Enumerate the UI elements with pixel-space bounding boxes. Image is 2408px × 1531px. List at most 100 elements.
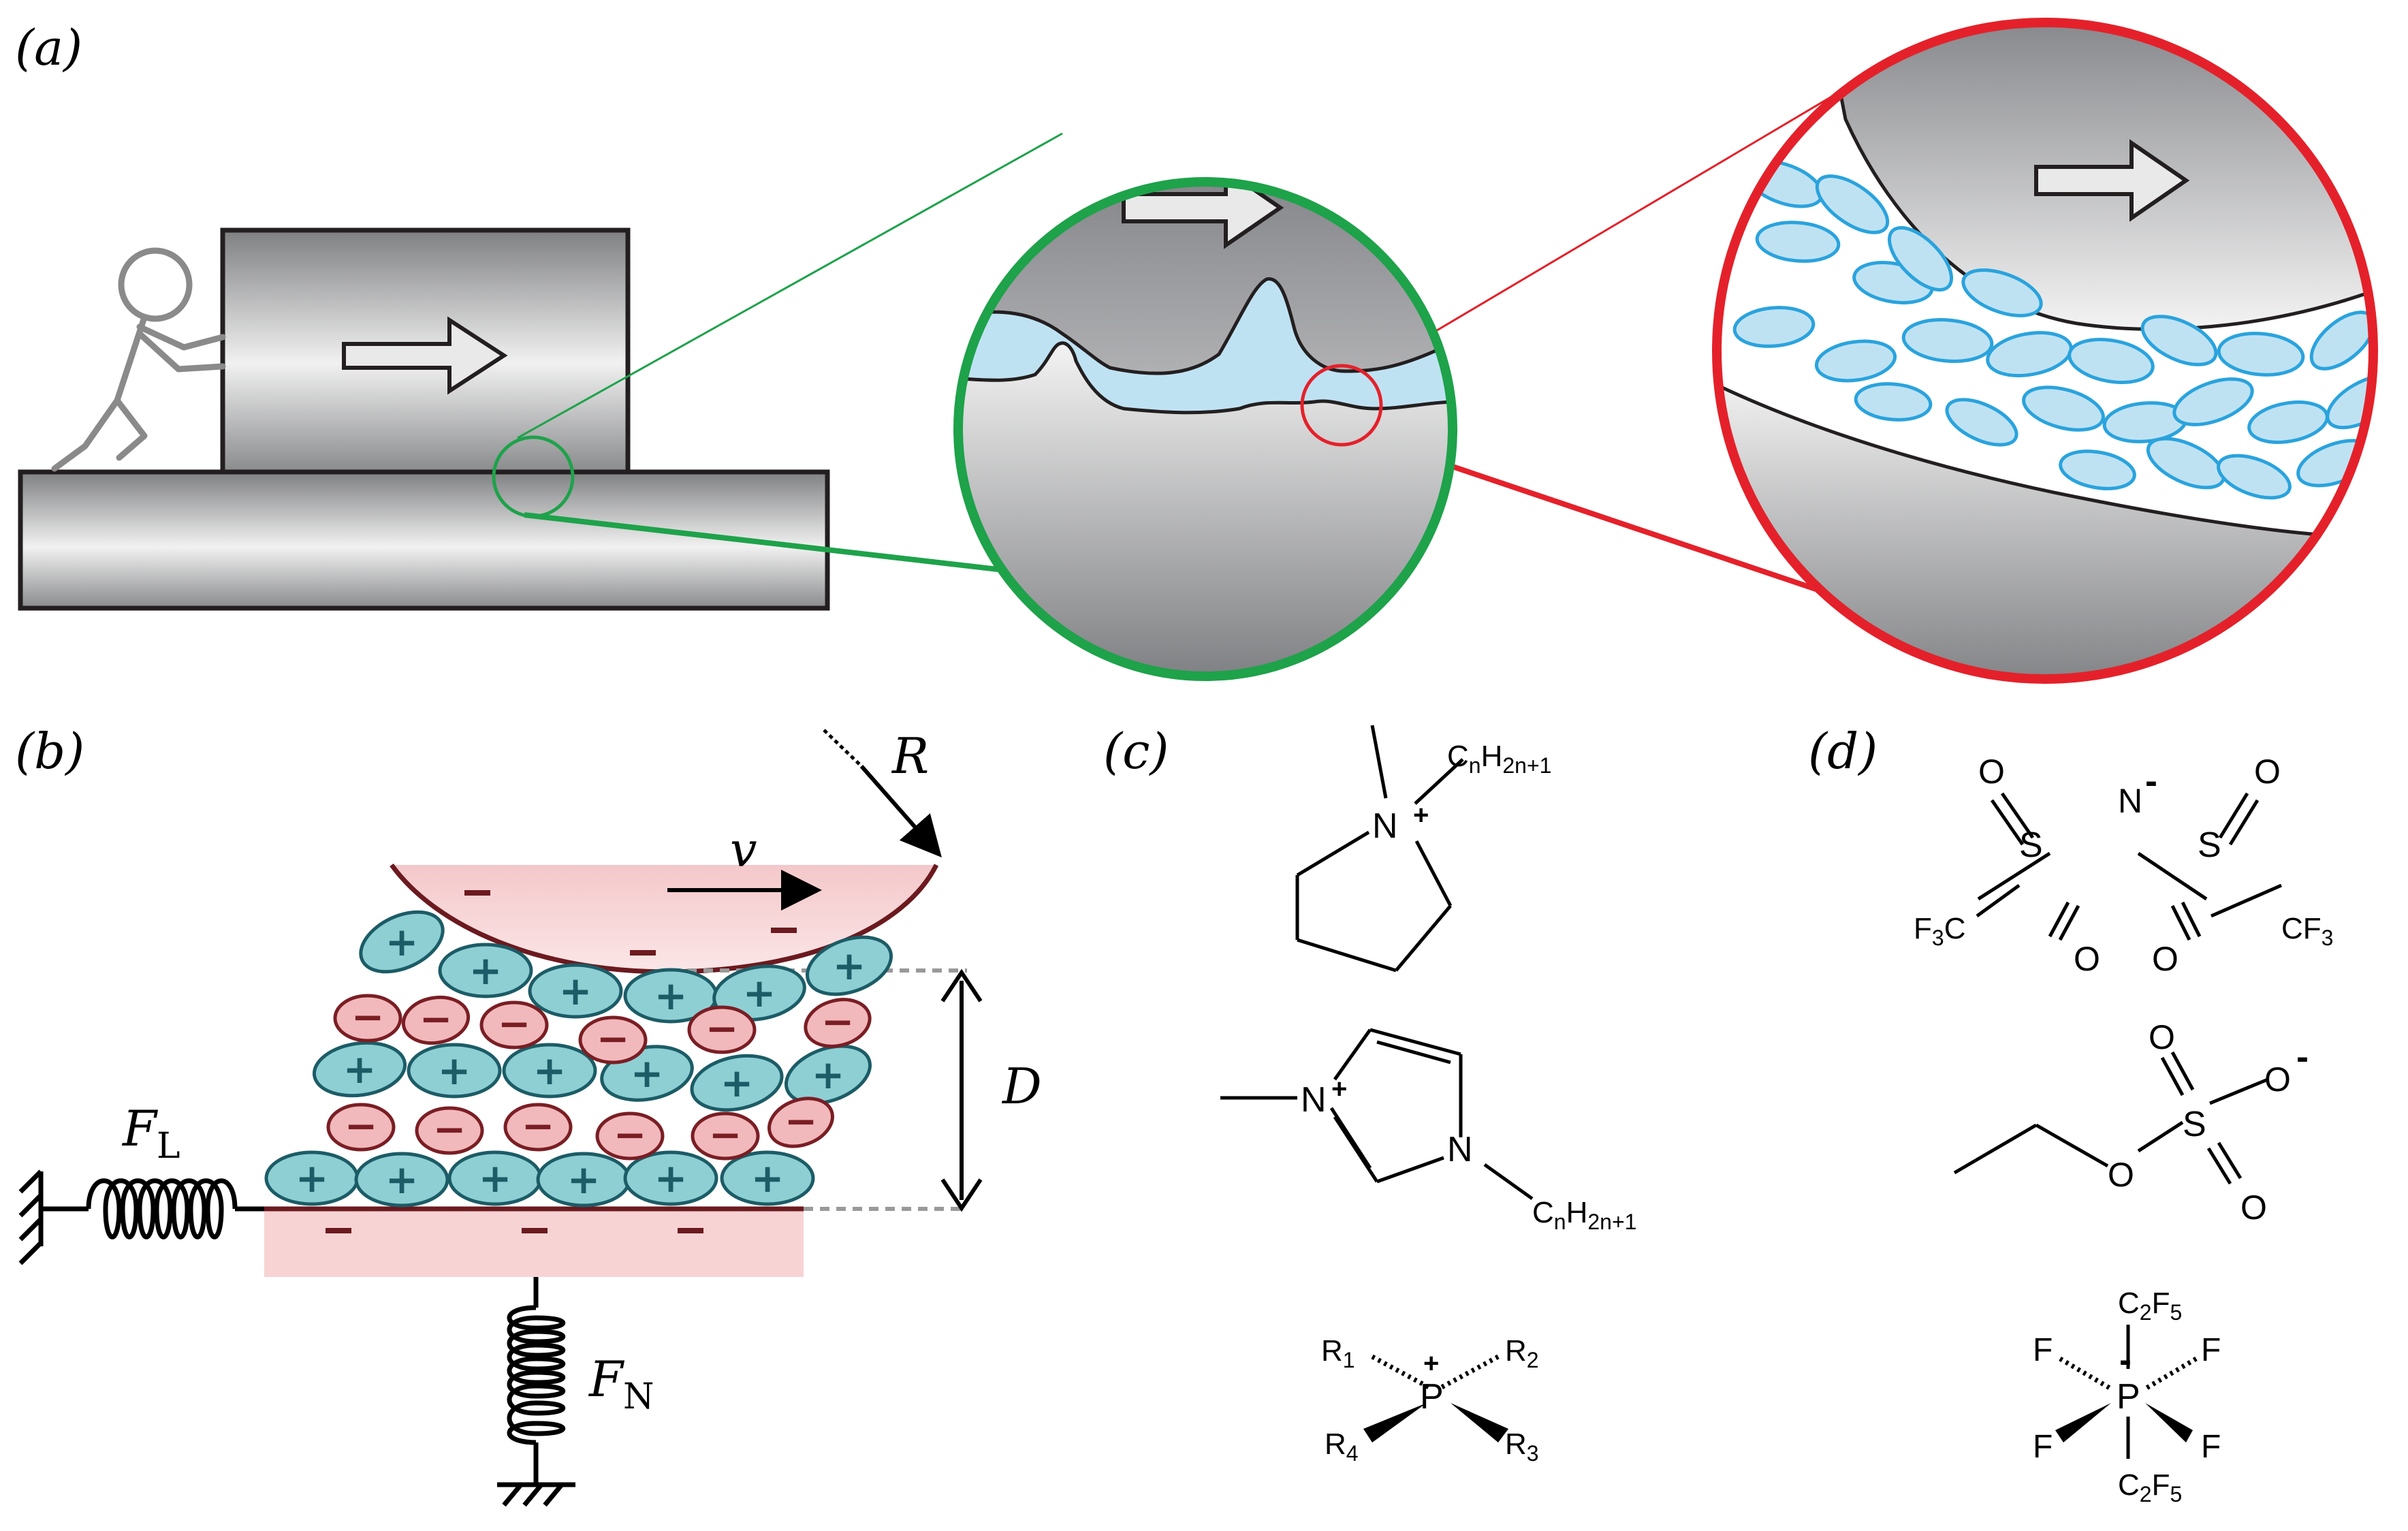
- imidazolium-cation: N + N CnH2n+1: [1220, 1028, 1636, 1234]
- svg-text:+: +: [654, 973, 688, 1019]
- svg-text:F: F: [2033, 1429, 2053, 1465]
- svg-text:CnH2n+1: CnH2n+1: [1532, 1196, 1636, 1234]
- normal-spring-icon: [497, 1277, 575, 1507]
- svg-text:−: −: [433, 1106, 466, 1152]
- svg-text:+: +: [343, 1046, 377, 1092]
- svg-text:S: S: [2183, 1105, 2206, 1144]
- substrate-block: [18, 469, 830, 611]
- svg-text:O: O: [2149, 1018, 2175, 1056]
- svg-text:C2F5: C2F5: [2118, 1287, 2182, 1325]
- svg-text:N: N: [1301, 1080, 1327, 1120]
- svg-text:−: −: [351, 994, 385, 1040]
- svg-text:+: +: [631, 1050, 664, 1096]
- svg-text:−: −: [345, 1103, 378, 1149]
- svg-text:R1: R1: [1321, 1334, 1355, 1372]
- svg-text:N: N: [1447, 1130, 1473, 1169]
- fap-anion: C2F5 - P F F F F C2F5: [2033, 1287, 2221, 1506]
- svg-text:+: +: [533, 1047, 567, 1094]
- svg-text:+: +: [743, 970, 776, 1016]
- svg-text:+: +: [1423, 1348, 1439, 1378]
- svg-text:+: +: [567, 1156, 601, 1203]
- svg-text:−: −: [419, 996, 453, 1042]
- stick-figure-person-icon: [51, 247, 226, 472]
- svg-text:+: +: [469, 947, 503, 994]
- ion-layers: +++ +++ +++ +++ +++ +++ −−− −−− −−− −−−: [264, 910, 893, 1208]
- lateral-spring-icon: [18, 1169, 264, 1265]
- lower-mica-surface: [264, 1209, 804, 1277]
- svg-text:F: F: [2201, 1332, 2221, 1368]
- svg-text:P: P: [1420, 1377, 1444, 1417]
- svg-text:N: N: [1372, 806, 1398, 846]
- svg-text:R3: R3: [1505, 1427, 1539, 1466]
- svg-text:+: +: [438, 1047, 471, 1094]
- panel-label-d: (d): [1808, 723, 1878, 780]
- contact-zoom-circle-red-small: [1300, 364, 1383, 447]
- svg-text:CnH2n+1: CnH2n+1: [1447, 740, 1551, 778]
- velocity-label: v: [730, 822, 757, 878]
- panel-label-b: (b): [15, 723, 84, 780]
- svg-text:S: S: [2019, 825, 2043, 865]
- svg-text:−: −: [706, 1005, 739, 1052]
- panel-label-c: (c): [1103, 723, 1169, 780]
- svg-text:P: P: [2117, 1377, 2140, 1417]
- svg-text:+: +: [1413, 800, 1429, 830]
- svg-text:O: O: [2264, 1060, 2291, 1099]
- svg-text:−: −: [821, 998, 855, 1045]
- svg-text:−: −: [498, 1000, 531, 1047]
- pyrrolidinium-cation: N + CnH2n+1: [1295, 725, 1551, 973]
- svg-text:O: O: [2240, 1188, 2267, 1227]
- distance-label: D: [1001, 1058, 1042, 1115]
- molecular-zoom-arrow-icon: [2034, 139, 2190, 222]
- sliding-direction-arrow-icon: [342, 316, 508, 395]
- svg-text:+: +: [751, 1155, 785, 1201]
- normal-force-label: FN: [588, 1351, 654, 1417]
- svg-text:C2F5: C2F5: [2118, 1468, 2182, 1506]
- phosphonium-cation: P + R1 R2 R4 R3: [1321, 1334, 1539, 1466]
- svg-text:−: −: [597, 1015, 630, 1062]
- svg-text:-: -: [2119, 1340, 2132, 1380]
- svg-text:−: −: [614, 1111, 647, 1158]
- svg-text:R2: R2: [1505, 1334, 1539, 1372]
- svg-text:F3C: F3C: [1914, 912, 1965, 950]
- svg-text:+: +: [296, 1155, 329, 1201]
- svg-text:-: -: [2296, 1037, 2309, 1077]
- ionic-liquid-molecules: [1732, 159, 2373, 500]
- molecular-zoom-view: [1712, 18, 2378, 684]
- svg-text:+: +: [559, 968, 592, 1014]
- tfsi-anion: O S N - S O O O F3C CF3: [1914, 753, 2333, 978]
- svg-text:F: F: [2201, 1429, 2221, 1465]
- lower-rough-surface: [958, 341, 1453, 676]
- svg-text:+: +: [385, 919, 419, 965]
- svg-text:-: -: [2145, 761, 2157, 802]
- svg-text:CF3: CF3: [2281, 912, 2333, 950]
- svg-text:R4: R4: [1325, 1427, 1359, 1466]
- svg-text:+: +: [720, 1060, 754, 1106]
- svg-text:−: −: [709, 1111, 742, 1158]
- svg-text:−: −: [785, 1098, 818, 1144]
- svg-text:O: O: [2108, 1156, 2134, 1194]
- svg-text:+: +: [812, 1052, 845, 1098]
- svg-text:O: O: [2152, 940, 2179, 978]
- svg-text:O: O: [2074, 940, 2100, 978]
- surface-charges: [326, 890, 797, 1233]
- svg-text:+: +: [385, 1156, 419, 1203]
- svg-text:S: S: [2198, 825, 2221, 865]
- panel-a-macroscale-sketch: [18, 227, 830, 611]
- radius-arrow: [859, 765, 942, 858]
- svg-text:O: O: [2254, 753, 2281, 791]
- svg-text:+: +: [1331, 1074, 1347, 1104]
- radius-label: R: [891, 727, 929, 785]
- lateral-force-label: FL: [121, 1100, 180, 1167]
- cation-structures: N + CnH2n+1 N + N CnH2n+1: [1220, 725, 1636, 1466]
- ethylsulfate-anion: O S O O - O: [1953, 1018, 2309, 1227]
- svg-text:O: O: [1978, 753, 2005, 791]
- anion-structures: O S N - S O O O F3C CF3 O S O: [1914, 753, 2333, 1506]
- svg-text:−: −: [522, 1103, 555, 1149]
- svg-text:+: +: [654, 1155, 688, 1201]
- svg-text:N: N: [2118, 782, 2142, 820]
- svg-text:+: +: [833, 943, 866, 989]
- upper-rough-surface-edge: [958, 277, 1453, 375]
- lubricant-film: [958, 279, 1453, 413]
- asperity-zoom-view: [953, 177, 1457, 681]
